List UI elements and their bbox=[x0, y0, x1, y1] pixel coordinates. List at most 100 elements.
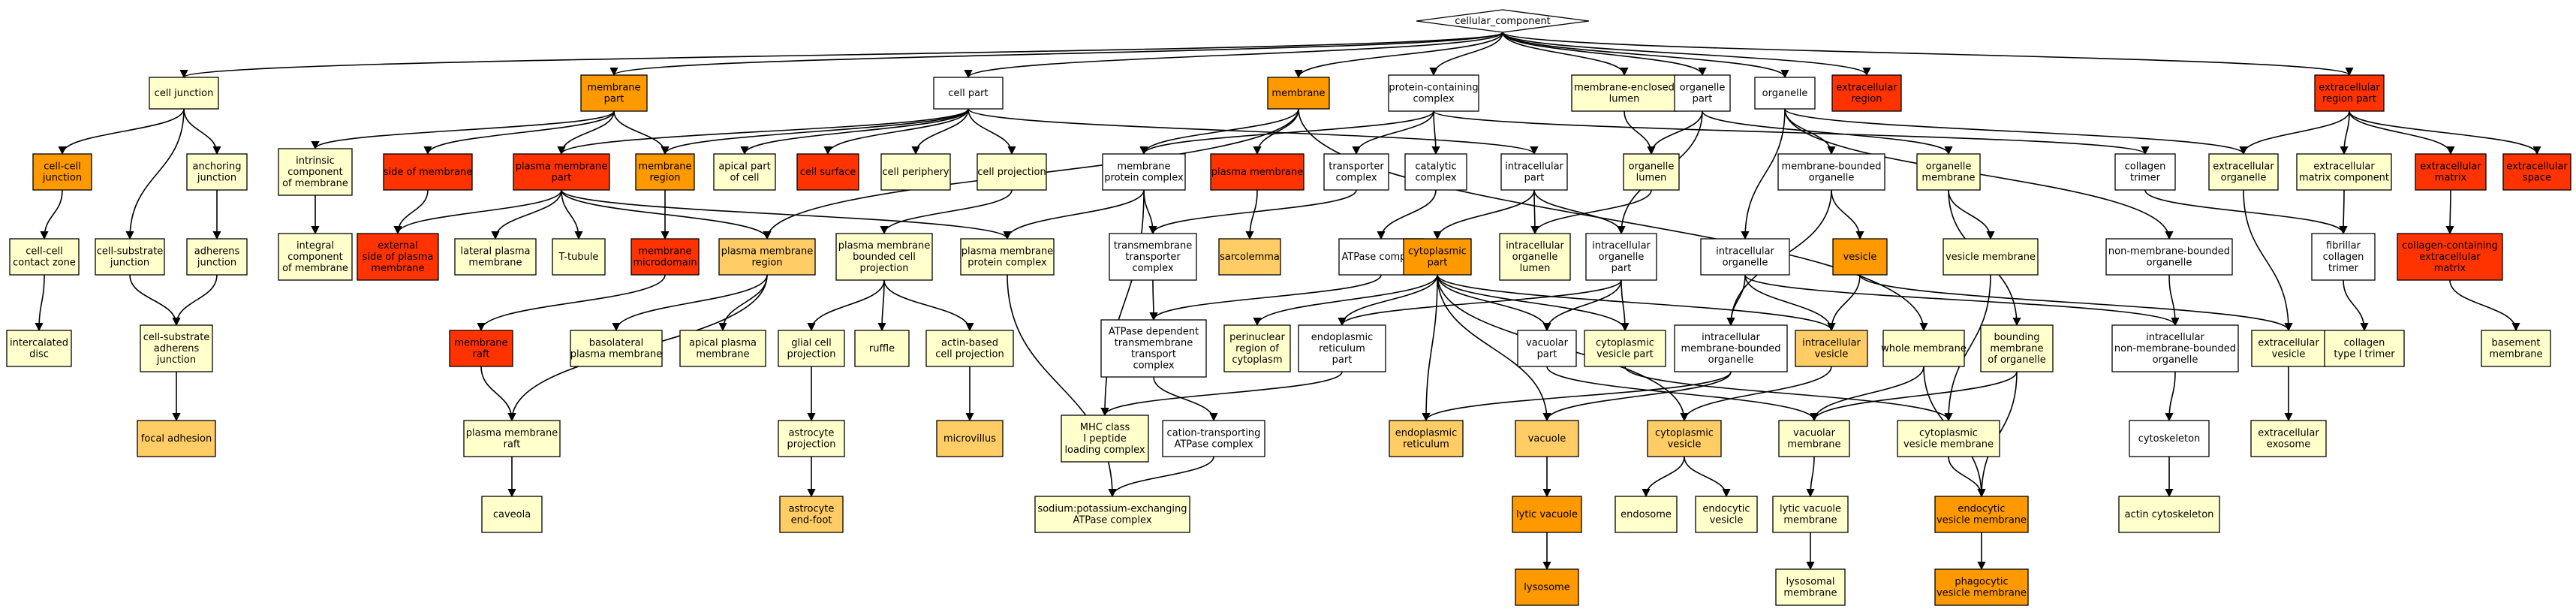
node-actin-cytoskeleton[interactable]: actin cytoskeleton bbox=[2118, 496, 2220, 533]
node-cell-part[interactable]: cell part bbox=[933, 77, 1004, 110]
node-vacuole[interactable]: vacuole bbox=[1515, 420, 1579, 457]
node-cell-projection[interactable]: cell projection bbox=[977, 153, 1047, 191]
node-caveola[interactable]: caveola bbox=[481, 496, 543, 533]
node-cytoskeleton[interactable]: cytoskeleton bbox=[2129, 420, 2210, 457]
node-endosome[interactable]: endosome bbox=[1615, 496, 1678, 533]
node-lytic-vacuole[interactable]: lytic vacuole bbox=[1512, 496, 1582, 533]
node-ruffle[interactable]: ruffle bbox=[854, 330, 910, 367]
node-t-tubule[interactable]: T-tubule bbox=[552, 238, 606, 276]
node-vesicle-membrane[interactable]: vesicle membrane bbox=[1943, 238, 2039, 276]
node-side-of-membrane[interactable]: side of membrane bbox=[383, 153, 473, 191]
node-cell-periphery[interactable]: cell periphery bbox=[880, 153, 951, 191]
node-membrane[interactable]: membrane bbox=[1267, 77, 1330, 110]
node-microvillus[interactable]: microvillus bbox=[936, 420, 1004, 457]
node-organelle[interactable]: organelle bbox=[1754, 77, 1816, 110]
node-cell-surface[interactable]: cell surface bbox=[796, 153, 859, 191]
node-cell-junction[interactable]: cell junction bbox=[149, 77, 219, 110]
node-whole-membrane[interactable]: whole membrane bbox=[1881, 330, 1967, 367]
node-cellular-component[interactable]: cellular_component bbox=[1416, 9, 1590, 33]
node-lysosome[interactable]: lysosome bbox=[1515, 568, 1579, 606]
node-vesicle[interactable]: vesicle bbox=[1832, 238, 1888, 276]
node-plasma-membrane[interactable]: plasma membrane bbox=[1210, 153, 1305, 191]
node-focal-adhesion[interactable]: focal adhesion bbox=[137, 420, 216, 457]
